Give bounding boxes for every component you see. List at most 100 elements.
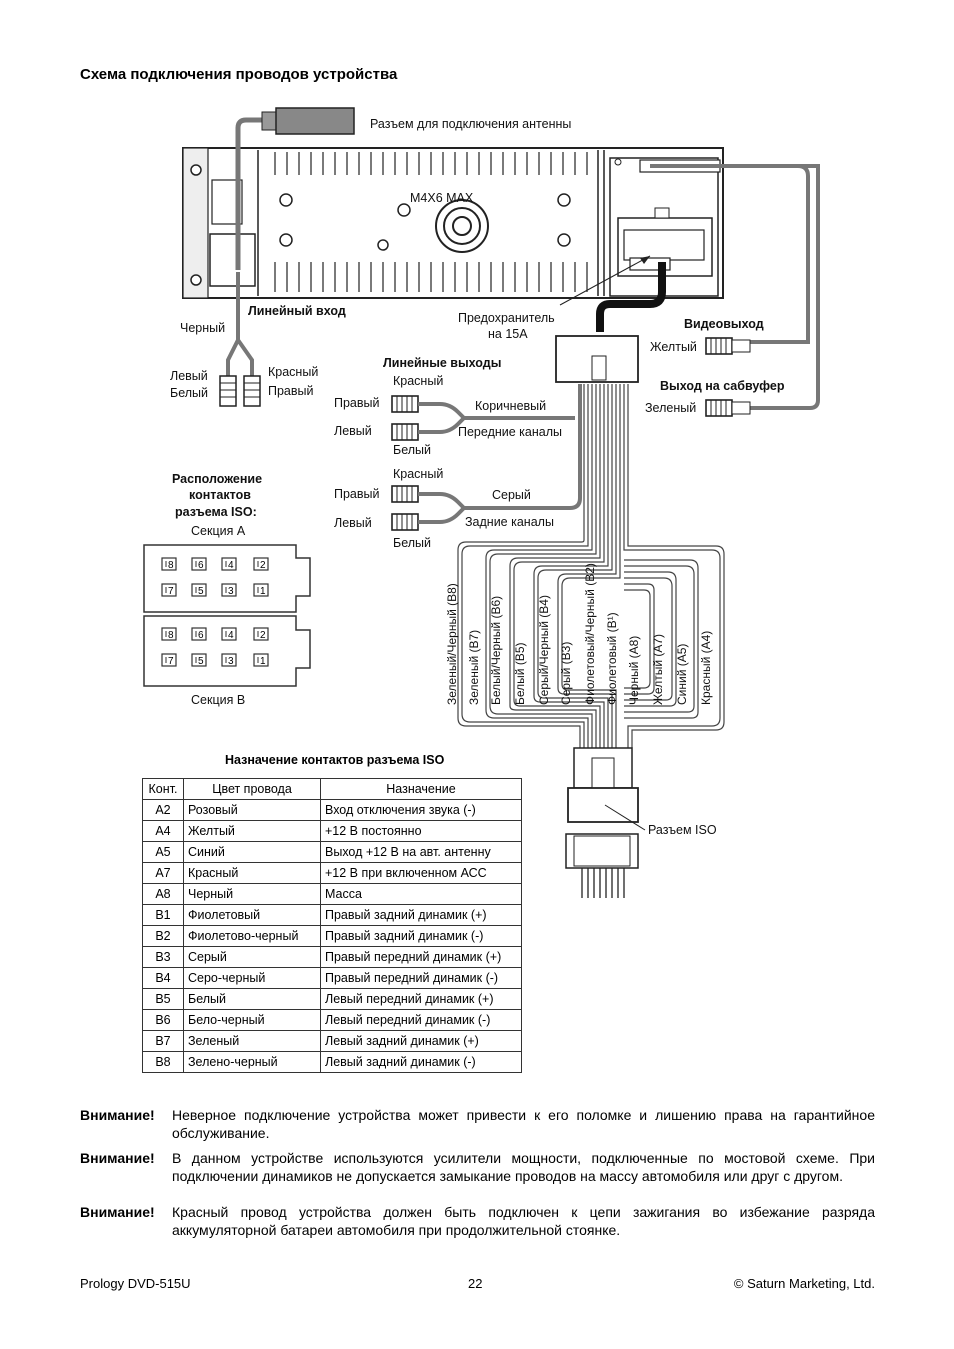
iso-pin: 2 [253, 557, 269, 571]
col-purpose: Назначение [320, 778, 522, 800]
line-in-left-label: Левый [170, 369, 208, 383]
iso-pin: 5 [191, 583, 207, 597]
table-header-row: Конт. Цвет провода Назначение [142, 778, 522, 800]
cell-contact: В2 [142, 925, 184, 947]
iso-pin: 8 [161, 557, 177, 571]
cell-purpose: Левый задний динамик (-) [320, 1051, 522, 1073]
iso-pin: 1 [253, 653, 269, 667]
cell-purpose: Правый задний динамик (+) [320, 904, 522, 926]
line-in-white-label: Белый [170, 386, 208, 400]
cell-contact: А8 [142, 883, 184, 905]
section-b-label: Секция В [191, 693, 245, 707]
iso-pin-number: 1 [260, 656, 266, 667]
iso-table-title: Назначение контактов разъема ISO [225, 753, 445, 767]
line-out-rear-red-label: Красный [393, 467, 443, 481]
warning-2: Внимание!В данном устройстве используютс… [80, 1149, 875, 1184]
antenna-label: Разъем для подключения антенны [370, 117, 571, 131]
iso-wire-bundle [457, 384, 725, 748]
head-unit-back-panel [182, 147, 724, 299]
wire-label: Белый (В5) [513, 643, 527, 705]
cell-contact: В7 [142, 1030, 184, 1052]
iso-pin-number: 8 [168, 560, 174, 571]
line-out-grey-label: Серый [492, 488, 531, 502]
cell-contact: В5 [142, 988, 184, 1010]
cell-purpose: Правый задний динамик (-) [320, 925, 522, 947]
cell-color: Серо-черный [183, 967, 321, 989]
iso-pin: 4 [221, 557, 237, 571]
iso-layout-label-2: контактов [189, 488, 251, 502]
cell-contact: А4 [142, 820, 184, 842]
line-out-front-red-label: Красный [393, 374, 443, 388]
line-in-right-label: Правый [268, 384, 314, 398]
footer-copyright: © Saturn Marketing, Ltd. [733, 1276, 875, 1291]
wire-label: Фиолетовый/Черный (В2) [583, 563, 597, 705]
iso-pin: 6 [191, 557, 207, 571]
warning-1: Внимание!Неверное подключение устройства… [80, 1106, 875, 1141]
iso-pin: 7 [161, 653, 177, 667]
footer-product: Prology DVD-515U [80, 1276, 191, 1291]
line-outs-label: Линейные выходы [383, 356, 501, 370]
cell-contact: А5 [142, 841, 184, 863]
cell-purpose: Вход отключения звука (-) [320, 799, 522, 821]
line-out-front-right-label: Правый [334, 396, 380, 410]
fuse-label-2: на 15А [488, 327, 528, 341]
line-in-red-label: Красный [268, 365, 318, 379]
warning-3: Внимание!Красный провод устройства долже… [80, 1203, 875, 1238]
warning-text: Красный провод устройства должен быть по… [172, 1204, 875, 1238]
wire-label: Синий (А5) [675, 644, 689, 705]
cell-color: Синий [183, 841, 321, 863]
line-out-front-white-label: Белый [393, 443, 431, 457]
cell-contact: В4 [142, 967, 184, 989]
iso-connector-label: Разъем ISO [648, 823, 717, 837]
wire-labels: Зеленый/Черный (В8)Зеленый (В7)Белый/Чер… [445, 563, 713, 705]
line-out-front-left-label: Левый [334, 424, 372, 438]
section-a-label: Секция А [191, 524, 246, 538]
iso-pin: 2 [253, 627, 269, 641]
iso-section-b [143, 615, 311, 687]
cell-color: Бело-черный [183, 1009, 321, 1031]
wire-label: Черный (А8) [627, 636, 641, 705]
iso-pin: 5 [191, 653, 207, 667]
line-in-right-jack [243, 375, 261, 407]
wire-label: Зеленый/Черный (В8) [445, 583, 459, 705]
wire-label: Белый/Черный (В6) [489, 596, 503, 705]
warning-label: Внимание! [80, 1150, 155, 1166]
cell-purpose: +12 В при включенном АСС [320, 862, 522, 884]
iso-pin-number: 4 [228, 560, 234, 571]
iso-pin: 4 [221, 627, 237, 641]
iso-pin-number: 1 [260, 586, 266, 597]
cell-contact: А7 [142, 862, 184, 884]
iso-pin: 1 [253, 583, 269, 597]
video-out-yellow-label: Желтый [650, 340, 697, 354]
iso-layout-label-1: Расположение [172, 472, 262, 486]
cell-contact: В1 [142, 904, 184, 926]
cell-color: Белый [183, 988, 321, 1010]
iso-pin: 6 [191, 627, 207, 641]
iso-pin-number: 6 [198, 560, 204, 571]
cell-contact: А2 [142, 799, 184, 821]
cell-purpose: Масса [320, 883, 522, 905]
iso-pin-number: 5 [198, 586, 204, 597]
video-out-label: Видеовыход [684, 317, 764, 331]
wire-label: Серый (В3) [559, 642, 573, 705]
warning-label: Внимание! [80, 1107, 155, 1123]
line-out-rear-right-label: Правый [334, 487, 380, 501]
cell-color: Розовый [183, 799, 321, 821]
iso-layout-label-3: разъема ISO: [175, 505, 257, 519]
cell-color: Зелено-черный [183, 1051, 321, 1073]
cell-purpose: Выход +12 В на авт. антенну [320, 841, 522, 863]
